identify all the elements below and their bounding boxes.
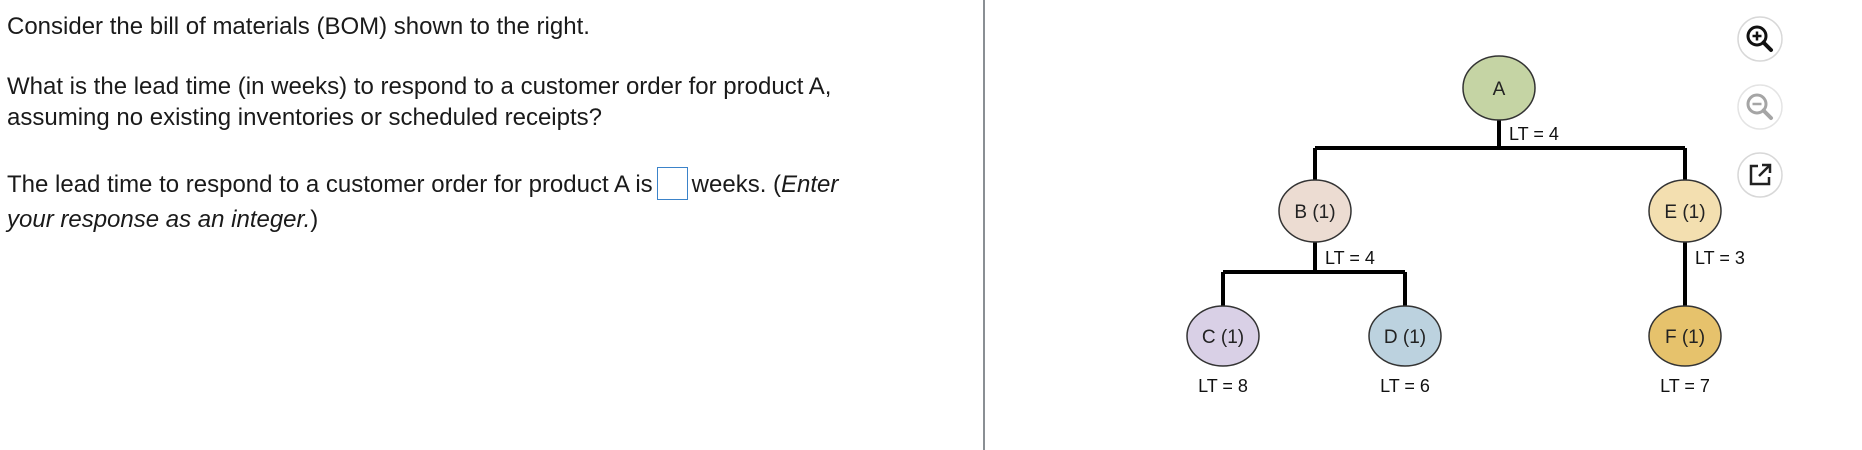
question-intro: Consider the bill of materials (BOM) sho… [7,13,590,40]
node-f-lead-time: LT = 7 [1660,376,1710,396]
node-b-label: B (1) [1294,202,1335,223]
zoom-in-icon [1737,16,1783,62]
node-c-label: C (1) [1202,327,1244,348]
popout-icon [1737,152,1783,198]
node-e-lead-time: LT = 3 [1695,248,1745,268]
pane-divider [983,0,985,450]
node-d-lead-time: LT = 6 [1380,376,1430,396]
answer-sentence: The lead time to respond to a customer o… [7,167,967,235]
answer-hint-1: Enter [781,170,839,198]
zoom-in-button[interactable] [1736,15,1784,63]
node-c [1186,305,1260,367]
node-f [1648,305,1722,367]
answer-hint-2: your response as an integer. [7,206,311,233]
zoom-out-button[interactable] [1736,83,1784,131]
question-panel: Consider the bill of materials (BOM) sho… [7,13,967,235]
node-e-label: E (1) [1664,202,1705,223]
node-e [1648,179,1722,243]
bom-diagram: A LT = 4 B (1) LT = 4 C (1) LT = 8 D (1)… [1186,55,1745,396]
node-d [1368,305,1442,367]
question-prompt-line-1: What is the lead time (in weeks) to resp… [7,73,832,100]
zoom-out-icon [1737,84,1783,130]
node-a-lead-time: LT = 4 [1509,124,1559,144]
node-c-lead-time: LT = 8 [1198,376,1248,396]
question-prompt-line-2: assuming no existing inventories or sche… [7,104,602,131]
node-b-lead-time: LT = 4 [1325,248,1375,268]
node-a [1462,55,1536,121]
node-d-label: D (1) [1384,327,1426,348]
node-b [1278,179,1352,243]
answer-suffix: weeks. ( [691,170,782,198]
answer-prefix: The lead time to respond to a customer o… [7,170,653,198]
question-prompt: What is the lead time (in weeks) to resp… [7,71,831,133]
node-f-label: F (1) [1665,327,1705,348]
bom-connectors [1221,120,1687,306]
answer-hint-close: ) [310,206,319,233]
node-a-label: A [1493,79,1506,100]
popout-button[interactable] [1736,151,1784,199]
answer-input[interactable] [656,167,688,200]
